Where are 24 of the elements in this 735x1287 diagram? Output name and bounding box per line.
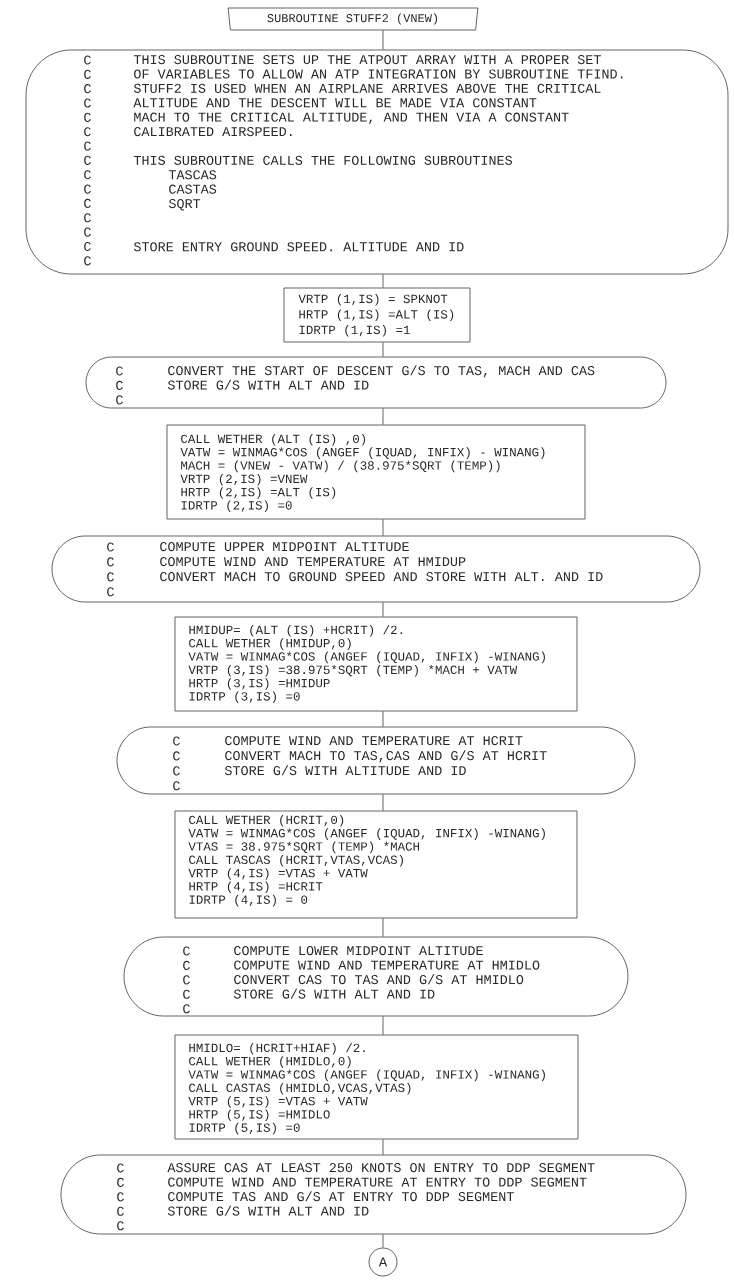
comment-box: C C C C C C C C C C C C C C C THIS SUBROUTINE SETS UP THE ATPOUT ARRAY WITH A PROPER SET OF VARIABLES TO ALLOW AN ATP INTEGRATION BY SUBROUTINE TFIND. STUFF2 IS USED WHEN AN AIRPLANE ARRIVES ABOVE THE CRITICAL ALTITUDE AND THE DESCENT WILL BE MADE VIA CONSTANT MACH TO THE CRITICAL ALTITUDE, AND THEN VIA A CONSTANT CALIBRATED AIRSPEED. THIS SUBROUTINE CALLS THE FOLLOWING SUBROUTINES TASCAS CASTAS SQRT STORE ENTRY GROUND SPEED. ALTITUDE AND ID [25, 49, 729, 275]
flow-line [382, 342, 384, 357]
flow-line [382, 1139, 384, 1155]
comment-box: C C C CONVERT THE START OF DESCENT G/S TO TAS, MACH AND CAS STORE G/S WITH ALT AND ID [85, 356, 667, 409]
flow-line [382, 1016, 384, 1035]
comment-box: C C C C COMPUTE UPPER MIDPOINT ALTITUDE COMPUTE WIND AND TEMPERATURE AT HMIDUP CONVERT MACH TO GROUND SPEED AND STORE WITH ALT. AND ID [51, 535, 701, 603]
process-box: CALL WETHER (HCRIT,0) VATW = WINMAG*COS (ANGEF (IQUAD, INFIX) -WINANG) VTAS = 38.975*SQRT (TEMP) *MACH CALL TASCAS (HCRIT,VTAS,VCAS) VRTP (4,IS) =VTAS + VATW HRTP (4,IS) =HCRIT IDRTP (4,IS) = 0 [174, 810, 578, 919]
comment-box: C C C C C ASSURE CAS AT LEAST 250 KNOTS ON ENTRY TO DDP SEGMENT COMPUTE WIND AND TEMPERATURE AT ENTRY TO DDP SEGMENT COMPUTE TAS AND G/S AT ENTRY TO DDP SEGMENT STORE G/S WITH ALT AND ID [60, 1154, 687, 1235]
flow-line [382, 519, 384, 536]
flow-line [382, 794, 384, 811]
comment-box: C C C C COMPUTE WIND AND TEMPERATURE AT HCRIT CONVERT MACH TO TAS,CAS AND G/S AT HCRIT STORE G/S WITH ALTITUDE AND ID [116, 726, 636, 795]
process-box: VRTP (1,IS) = SPKNOT HRTP (1,IS) =ALT (IS) IDRTP (1,IS) =1 [283, 287, 471, 343]
title-box: SUBROUTINE STUFF2 (VNEW) [227, 7, 479, 31]
flow-line [382, 711, 384, 727]
flow-line [382, 1234, 384, 1248]
flow-line [382, 274, 384, 288]
flow-line [382, 602, 384, 617]
flow-line [382, 30, 384, 50]
comment-box: C C C C C COMPUTE LOWER MIDPOINT ALTITUDE COMPUTE WIND AND TEMPERATURE AT HMIDLO CONVERT CAS TO TAS AND G/S AT HMIDLO STORE G/S WITH ALT AND ID [123, 936, 629, 1017]
flow-line [382, 408, 384, 425]
flow-line [382, 918, 384, 937]
process-box: CALL WETHER (ALT (IS) ,0) VATW = WINMAG*COS (ANGEF (IQUAD, INFIX) - WINANG) MACH = (VNEW - VATW) / (38.975*SQRT (TEMP)) VRTP (2,IS) =VNEW HRTP (2,IS) =ALT (IS) IDRTP (2,IS) =0 [166, 424, 586, 520]
process-box: HMIDLO= (HCRIT+HIAF) /2. CALL WETHER (HMIDLO,0) VATW = WINMAG*COS (ANGEF (IQUAD, INFIX) -WINANG) CALL CASTAS (HMIDLO,VCAS,VTAS) VRTP (5,IS) =VTAS + VATW HRTP (5,IS) =HMIDLO IDRTP (5,IS) =0 [174, 1034, 579, 1140]
process-box: HMIDUP= (ALT (IS) +HCRIT) /2. CALL WETHER (HMIDUP,0) VATW = WINMAG*COS (ANGEF (IQUAD, INFIX) -WINANG) VRTP (3,IS) =38.975*SQRT (TEMP) *MACH + VATW HRTP (3,IS) =HMIDUP IDRTP (3,IS) =0 [174, 616, 578, 712]
